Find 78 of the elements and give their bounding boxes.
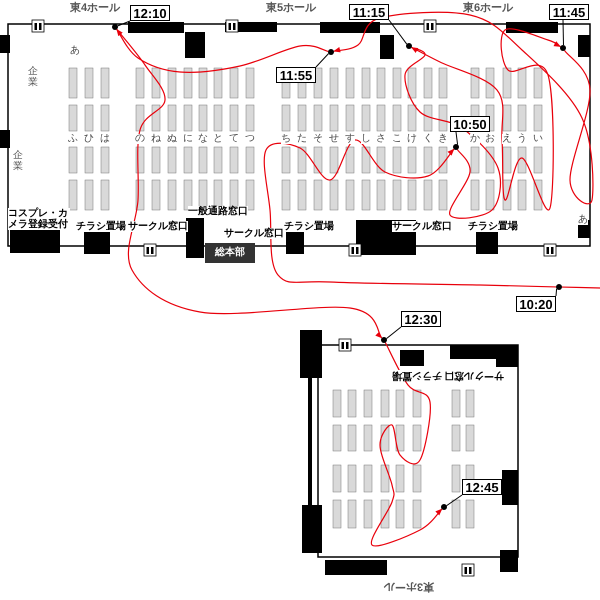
row-letter: は	[100, 134, 110, 144]
leader-line	[562, 20, 564, 46]
facility-label: サークル窓口	[128, 221, 188, 232]
route-line	[411, 28, 561, 210]
row-letter: え	[502, 134, 512, 144]
facility-label: 一般通路窓口	[188, 206, 248, 217]
row-letter: と	[213, 134, 223, 144]
facility-label: チラシ置場	[284, 221, 334, 232]
facility-label: サークル窓口	[224, 228, 284, 239]
leader-line	[117, 20, 130, 26]
row-letter: な	[198, 134, 208, 144]
row-letter: か	[470, 134, 480, 144]
row-letter: の	[135, 134, 145, 144]
row-letter: に	[183, 134, 193, 144]
route-point	[328, 49, 334, 55]
facility-label: サークル窓口	[392, 221, 452, 232]
headquarters-box: 総本部	[205, 243, 255, 263]
time-callout: 12:30	[401, 311, 441, 327]
route-line	[264, 139, 556, 288]
time-callout: 11:15	[349, 4, 389, 20]
time-callout: 11:45	[549, 4, 589, 20]
row-letter: ね	[151, 134, 161, 144]
hall-title: 東3ホール	[384, 580, 434, 594]
row-letter: ひ	[84, 134, 94, 144]
row-letter: た	[297, 134, 307, 144]
row-letter: け	[407, 134, 417, 144]
leader-line	[456, 132, 458, 145]
leader-line	[388, 20, 408, 45]
route-line	[116, 28, 328, 73]
row-letter: さ	[376, 134, 386, 144]
row-letter: こ	[392, 134, 402, 144]
area-label: 企業	[13, 150, 23, 172]
time-callout: 12:10	[130, 5, 170, 21]
row-letter: お	[485, 134, 495, 144]
row-letter: い	[533, 134, 543, 144]
row-letter: く	[423, 134, 433, 144]
row-letter: そ	[313, 134, 323, 144]
hall-title: 東6ホール	[463, 0, 514, 16]
route-point	[453, 144, 459, 150]
row-letter: せ	[329, 134, 339, 144]
area-label: 企業	[28, 66, 38, 88]
route-point	[406, 43, 412, 49]
row-letter: ち	[281, 134, 291, 144]
hall-title: 東4ホール	[70, 0, 120, 16]
route-line	[371, 342, 442, 547]
route-line	[562, 286, 600, 289]
facility-label: サークル窓口	[444, 370, 504, 381]
row-letter: ふ	[68, 134, 78, 144]
row-letter: し	[361, 134, 371, 144]
route-point	[556, 284, 562, 290]
row-letter: ぬ	[167, 134, 177, 144]
leader-line	[316, 53, 329, 68]
facility-label: チラシ置場	[392, 370, 442, 381]
leader-line	[386, 326, 402, 340]
route-line	[116, 28, 382, 338]
route-point	[441, 504, 447, 510]
row-letter: す	[345, 134, 355, 144]
row-letter: つ	[245, 134, 255, 144]
facility-label: チラシ置場	[468, 221, 518, 232]
route-line	[333, 12, 594, 204]
route-point	[112, 24, 118, 30]
row-letter: き	[438, 134, 448, 144]
hall-title: 東5ホール	[266, 0, 316, 16]
row-letter: あ	[70, 46, 80, 56]
facility-label: チラシ置場	[76, 221, 126, 232]
route-point	[381, 337, 387, 343]
row-letter: あ	[578, 215, 588, 225]
row-letter: て	[229, 134, 239, 144]
row-letter: う	[517, 134, 527, 144]
leader-line	[556, 288, 558, 296]
time-callout: 11:55	[276, 67, 316, 83]
time-callout: 10:50	[450, 116, 490, 132]
route-line	[404, 46, 502, 219]
facility-label: コスプレ・カメラ登録受付	[8, 208, 70, 230]
time-callout: 12:45	[462, 479, 502, 495]
time-callout: 10:20	[516, 296, 556, 312]
leader-line	[446, 494, 462, 506]
route-point	[560, 45, 566, 51]
